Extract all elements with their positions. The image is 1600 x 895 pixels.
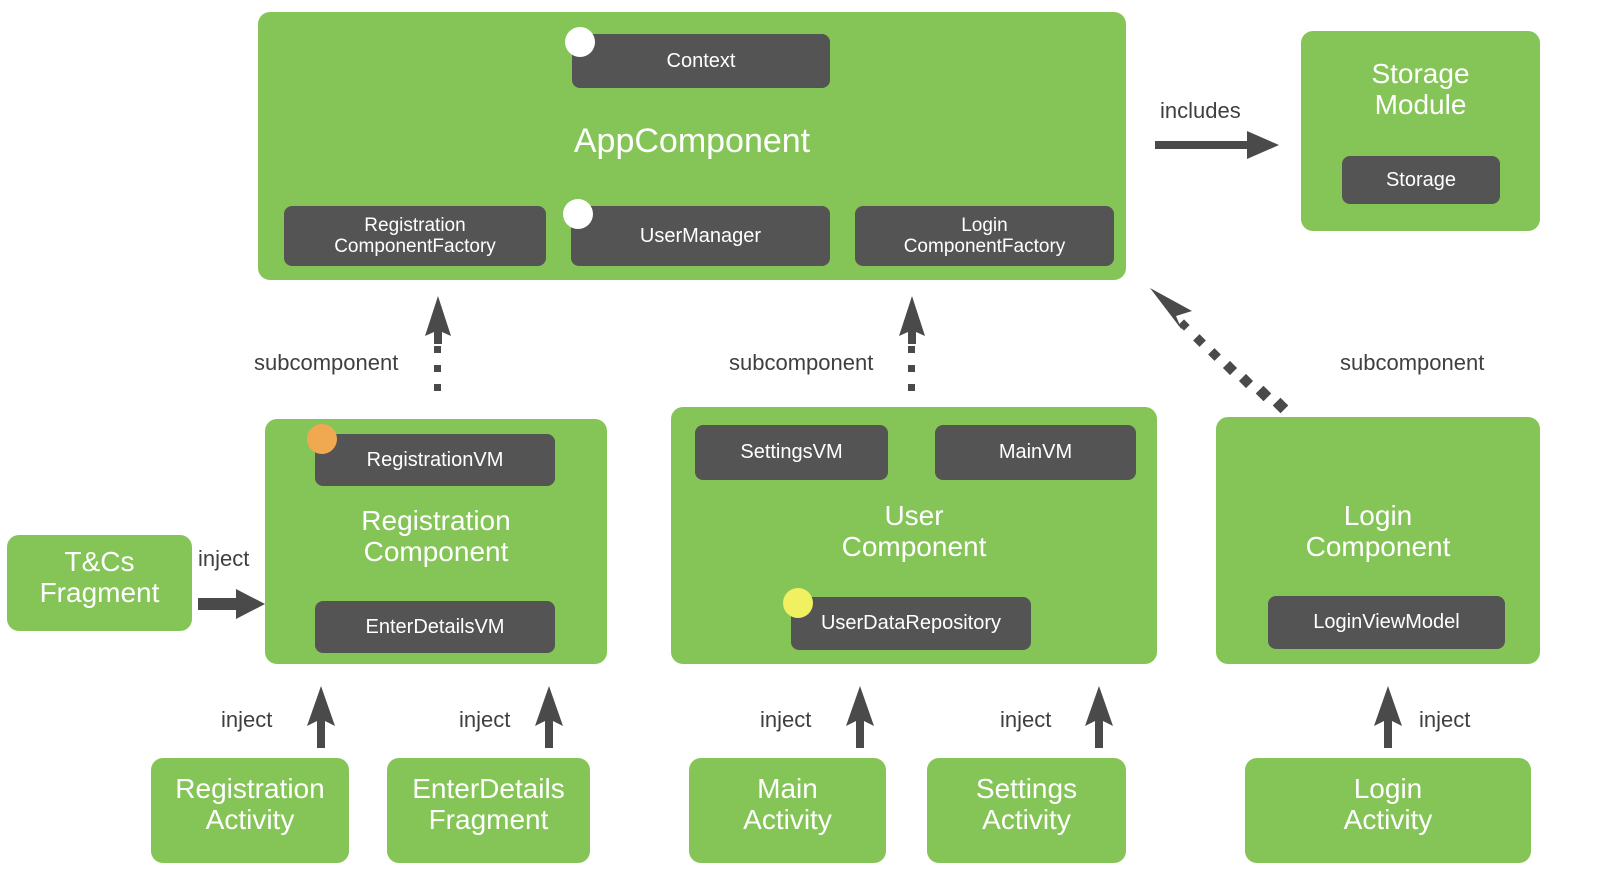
binding-settings-vm[interactable]: SettingsVM: [695, 425, 888, 480]
binding-settings-vm-label: SettingsVM: [740, 441, 843, 464]
main-activity-box[interactable]: [689, 758, 886, 863]
includes-arrow-icon: [1155, 128, 1280, 162]
settings-activity-box[interactable]: [927, 758, 1126, 863]
subcomponent-label-registration: subcomponent: [254, 350, 399, 375]
inject-label-main-activity: inject: [760, 707, 812, 732]
binding-login-component-factory-label: Login ComponentFactory: [903, 214, 1066, 257]
binding-context-label: Context: [666, 49, 736, 72]
binding-user-data-repository[interactable]: UserDataRepository: [791, 597, 1031, 650]
enter-details-fragment-box[interactable]: [387, 758, 590, 863]
binding-storage-label: Storage: [1385, 168, 1457, 191]
scope-dot-singleton-user-manager: [563, 199, 593, 229]
inject-label-settings-activity: inject: [1000, 707, 1052, 732]
subcomponent-label-user: subcomponent: [729, 350, 874, 375]
subcomponent-dotted-line-registration: [434, 346, 441, 396]
tcs-inject-edge-label: inject: [198, 546, 250, 571]
inject-label-login-activity: inject: [1419, 707, 1471, 732]
login-activity-box[interactable]: [1245, 758, 1531, 863]
binding-user-data-repository-label: UserDataRepository: [820, 612, 1002, 635]
binding-user-manager-label: UserManager: [639, 224, 762, 247]
inject-label-enter-details-fragment: inject: [459, 707, 511, 732]
subcomponent-arrow-login-icon: [1148, 278, 1298, 414]
scope-dot-registration-orange: [307, 424, 337, 454]
subcomponent-arrow-registration-icon: [422, 296, 454, 344]
binding-context[interactable]: Context: [572, 34, 830, 88]
binding-login-view-model-label: LoginViewModel: [1313, 611, 1460, 634]
tcs-fragment-box[interactable]: [7, 535, 192, 631]
inject-label-registration-activity: inject: [221, 707, 273, 732]
binding-storage[interactable]: Storage: [1342, 156, 1500, 204]
binding-registration-vm[interactable]: RegistrationVM: [315, 434, 555, 486]
scope-dot-singleton-context: [565, 27, 595, 57]
user-component-title: User Component: [841, 500, 987, 563]
binding-user-manager[interactable]: UserManager: [571, 206, 830, 266]
binding-registration-component-factory-label: Registration ComponentFactory: [334, 214, 496, 257]
binding-registration-vm-label: RegistrationVM: [366, 448, 504, 471]
inject-arrow-settings-activity-icon: [1083, 686, 1115, 748]
scope-dot-user-yellow: [783, 588, 813, 618]
binding-main-vm[interactable]: MainVM: [935, 425, 1136, 480]
includes-edge-label: includes: [1160, 98, 1241, 123]
inject-arrow-registration-activity-icon: [305, 686, 337, 748]
registration-component-title: Registration Component: [361, 505, 511, 568]
login-activity-label: Login Activity: [1343, 773, 1433, 836]
tcs-inject-arrow-icon: [198, 588, 266, 620]
enter-details-fragment-label: EnterDetails Fragment: [412, 773, 565, 836]
binding-main-vm-label: MainVM: [998, 441, 1073, 464]
inject-arrow-enter-details-fragment-icon: [533, 686, 565, 748]
subcomponent-label-login: subcomponent: [1340, 350, 1485, 375]
binding-enter-details-vm[interactable]: EnterDetailsVM: [315, 601, 555, 653]
settings-activity-label: Settings Activity: [975, 773, 1078, 836]
binding-enter-details-vm-label: EnterDetailsVM: [365, 615, 505, 638]
subcomponent-arrow-user-icon: [896, 296, 928, 344]
binding-login-view-model[interactable]: LoginViewModel: [1268, 596, 1505, 649]
subcomponent-dotted-line-user: [908, 346, 915, 396]
registration-activity-label: Registration Activity: [175, 773, 325, 836]
main-activity-label: Main Activity: [743, 773, 832, 836]
binding-login-component-factory[interactable]: Login ComponentFactory: [855, 206, 1114, 266]
login-component-title: Login Component: [1305, 500, 1451, 563]
registration-activity-box[interactable]: [151, 758, 349, 863]
storage-module-title: Storage Module: [1371, 58, 1470, 121]
tcs-fragment-label: T&Cs Fragment: [39, 546, 160, 609]
inject-arrow-login-activity-icon: [1372, 686, 1404, 748]
app-component-title: AppComponent: [573, 122, 811, 160]
inject-arrow-main-activity-icon: [844, 686, 876, 748]
binding-registration-component-factory[interactable]: Registration ComponentFactory: [284, 206, 546, 266]
